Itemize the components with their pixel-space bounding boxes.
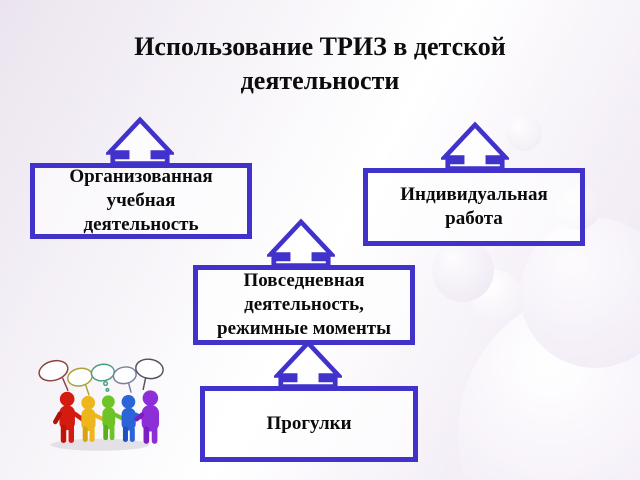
- up-arrow-icon: [106, 116, 174, 166]
- diagram-box-daily-routine: Повседневная деятельность, режимные моме…: [193, 265, 415, 345]
- background-bubble: [506, 115, 542, 151]
- diagram-box-walks: Прогулки: [200, 386, 418, 462]
- slide-title: Использование ТРИЗ в детской деятельност…: [134, 32, 506, 96]
- diagram-box-label: Прогулки: [266, 413, 352, 435]
- diagram-box-label: Организованная учебная деятельность: [69, 166, 213, 235]
- up-arrow-icon: [274, 339, 342, 389]
- people-with-speech-bubbles-clipart: [30, 357, 172, 453]
- diagram-box-organized-learning: Организованная учебная деятельность: [30, 163, 252, 239]
- diagram-box-label: Повседневная деятельность, режимные моме…: [217, 270, 391, 339]
- up-arrow-icon: [441, 121, 509, 171]
- diagram-box-label: Индивидуальная работа: [400, 184, 548, 229]
- diagram-box-individual-work: Индивидуальная работа: [363, 168, 585, 246]
- background-bubble: [432, 240, 494, 302]
- up-arrow-icon: [267, 218, 335, 268]
